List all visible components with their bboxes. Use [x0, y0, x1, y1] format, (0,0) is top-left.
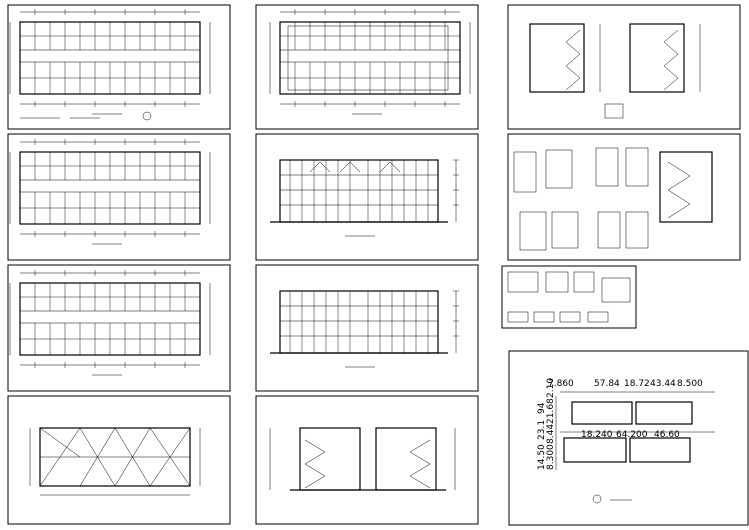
site-dim-left-1: 8.300 [546, 444, 556, 470]
site-dim-left-6: 23.1 [537, 420, 547, 440]
site-dim-left-7: 94 [537, 402, 547, 414]
site-dim-left-5: 14.50 [537, 444, 547, 470]
site-dim-top-3: 18.72 [624, 379, 650, 389]
site-building-sw [563, 437, 627, 463]
panel-section-stairs [255, 395, 479, 525]
panel-plan-roof-top [255, 4, 479, 130]
site-dim-left-4: 2.10 [546, 378, 556, 398]
site-building-ne [635, 401, 693, 425]
panel-plan-standard [7, 264, 231, 392]
panel-detail-sheet-b [501, 265, 637, 329]
panel-site-plan: 7.860 57.84 18.72 43.44 8.500 8.300 8.44… [508, 350, 749, 526]
site-dim-left-3: 21.68 [546, 398, 556, 424]
panel-detail-sheet-a [507, 133, 741, 261]
site-dim-top-1: 7.860 [548, 379, 574, 389]
site-label-2: 64.200 [616, 430, 648, 440]
panel-plan-ground [7, 4, 231, 130]
site-label-1: 18.240 [581, 430, 613, 440]
site-dim-top-4: 43.44 [650, 379, 676, 389]
site-dim-left-2: 8.44 [546, 424, 556, 444]
panel-plan-roof [7, 395, 231, 525]
north-arrow-icon [592, 494, 602, 504]
panel-elevation-front [255, 133, 479, 261]
panel-stair-section-a [507, 4, 741, 130]
site-dim-top-5: 8.500 [677, 379, 703, 389]
site-building-nw [571, 401, 633, 425]
site-dim-top-2: 57.84 [594, 379, 620, 389]
site-building-se [629, 437, 691, 463]
panel-plan-second [7, 133, 231, 261]
panel-elevation-rear [255, 264, 479, 392]
site-label-3: 46.60 [654, 430, 680, 440]
